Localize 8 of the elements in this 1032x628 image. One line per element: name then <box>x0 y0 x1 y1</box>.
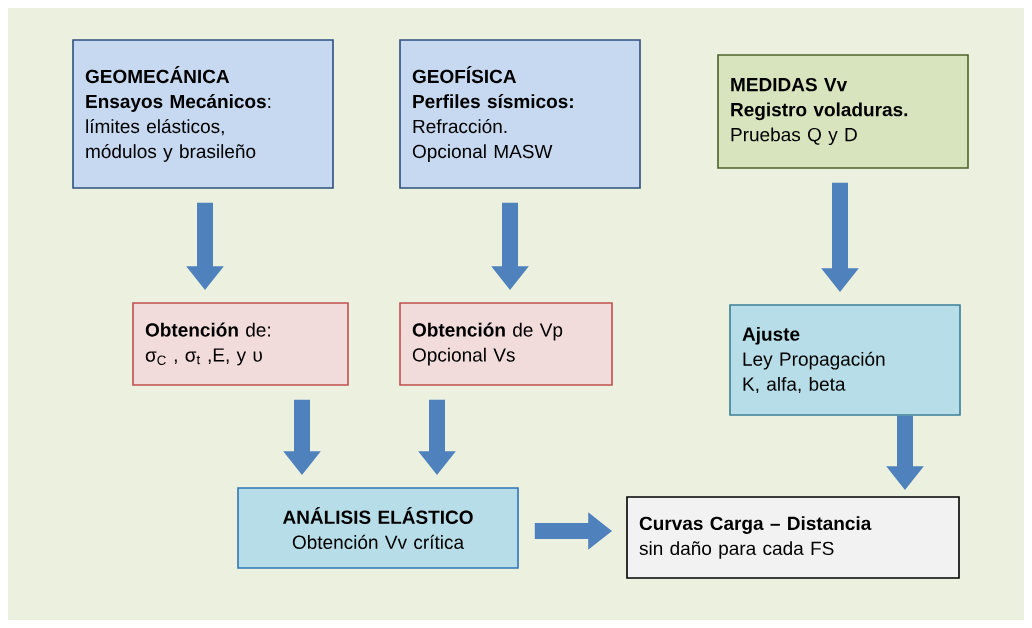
process-box: MEDIDAS Vv Registro voladuras. Pruebas Q y D <box>717 54 969 169</box>
process-box: ANÁLISIS ELÁSTICO Obtención Vv crítica <box>237 487 519 569</box>
process-box: GEOMECÁNICA Ensayos Mecánicos: límites elásticos, módulos y brasileño <box>72 39 334 189</box>
result-box: Curvas Carga – Distancia sin daño para cada FS <box>626 496 960 579</box>
result-box: Obtención de: σ$_{C}$ , σ$_{t}$ ,E, y υ <box>132 302 349 386</box>
result-box: Obtención de Vp Opcional Vs <box>399 302 613 386</box>
process-box: GEOFÍSICA Perfiles sísmicos: Refracción. Opcional MASW <box>399 39 641 189</box>
process-box: Ajuste Ley Propagación K, alfa, beta <box>729 304 961 416</box>
